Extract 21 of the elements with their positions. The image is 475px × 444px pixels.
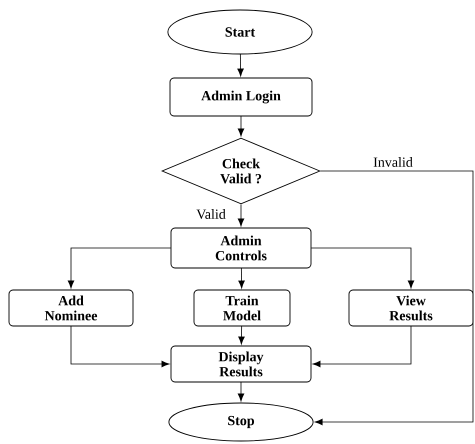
process-box: Train Model [194,290,290,326]
arrow [238,116,244,136]
stop-terminal: Stop [168,402,314,442]
arrow [68,248,171,288]
arrow [238,326,245,344]
arrow [314,170,474,426]
edge-label: Valid [195,208,227,220]
arrow [238,268,245,288]
start-terminal: Start [167,10,313,54]
arrow [312,326,412,368]
arrow [238,204,244,226]
arrow [70,326,170,368]
arrow [237,54,244,76]
process-box: Add Nominee [8,290,134,326]
process-box: Admin Controls [170,228,312,268]
process-box: View Results [348,290,474,326]
process-box: Admin Login [170,78,312,116]
arrow [311,248,414,288]
edge-label: Invalid [372,156,414,168]
arrow [238,382,244,402]
process-box: Display Results [170,346,312,382]
